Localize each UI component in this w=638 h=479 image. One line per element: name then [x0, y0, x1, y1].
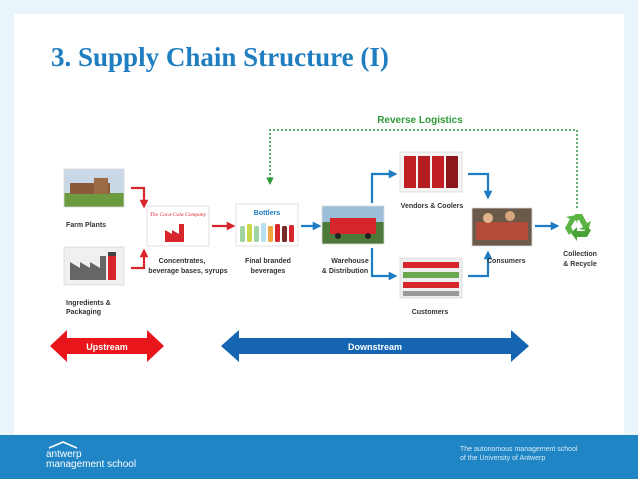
- vendors-coolers-label: Vendors & Coolers: [401, 203, 464, 210]
- bottlers-title: Bottlers: [254, 210, 281, 217]
- downstream-arrow: [221, 330, 529, 362]
- bottlers-image: Bottlers: [235, 203, 299, 247]
- reverse-logistics-label: Reverse Logistics: [377, 115, 463, 126]
- final-branded-label-line2: beverages: [251, 268, 286, 275]
- ingredients-label-line2: Packaging: [66, 309, 101, 316]
- arrow-warehouse-to-vendors: [370, 169, 398, 203]
- customers-label: Customers: [412, 309, 449, 316]
- arrow-customers-to-consumers: [468, 250, 493, 278]
- upstream-arrow: [50, 330, 164, 362]
- downstream-label: Downstream: [348, 342, 402, 352]
- slide-title: 3. Supply Chain Structure (I): [51, 42, 389, 72]
- tagline-line2: of the University of Antwerp: [460, 455, 546, 462]
- tagline-line1: The autonomous management school: [460, 446, 578, 453]
- farm-plants-label: Farm Plants: [66, 222, 106, 229]
- arrow-farm-to-company: [131, 186, 149, 209]
- cocacola-company-image: The Coca-Cola Company: [146, 205, 210, 247]
- arrow-vendors-to-consumers: [468, 172, 493, 200]
- logo-text-line2: management school: [46, 459, 137, 470]
- logo-roof-icon: [48, 441, 78, 449]
- ingredients-image: [63, 246, 125, 286]
- arrow-warehouse-to-customers: [370, 248, 398, 281]
- consumers-label: Consumers: [487, 258, 526, 265]
- antwerp-logo: antwerp management school: [46, 441, 146, 473]
- collection-label-line2: & Recycle: [563, 261, 597, 268]
- upstream-label: Upstream: [86, 342, 128, 352]
- ingredients-label-line1: Ingredients &: [66, 300, 111, 307]
- warehouse-label-line2: & Distribution: [322, 268, 368, 275]
- warehouse-label-line1: Warehouse: [331, 258, 369, 265]
- footer-bar: [0, 435, 638, 479]
- recycle-icon: [565, 214, 591, 241]
- footer-tagline: The autonomous management school of the …: [460, 445, 630, 463]
- arrow-ingredients-to-company: [131, 248, 149, 270]
- farm-plants-image: [63, 168, 125, 208]
- consumers-image: [471, 207, 533, 247]
- customers-image: [399, 257, 463, 299]
- logo-text-line1: antwerp: [46, 449, 82, 460]
- final-branded-label-line1: Final branded: [245, 258, 291, 265]
- concentrates-label-line1: Concentrates,: [159, 258, 206, 265]
- warehouse-image: [321, 205, 385, 245]
- concentrates-label-line2: beverage bases, syrups: [148, 268, 227, 275]
- vendors-coolers-image: [399, 151, 463, 193]
- cocacola-company-logo-text: The Coca-Cola Company: [150, 212, 207, 218]
- collection-label-line1: Collection: [563, 251, 597, 258]
